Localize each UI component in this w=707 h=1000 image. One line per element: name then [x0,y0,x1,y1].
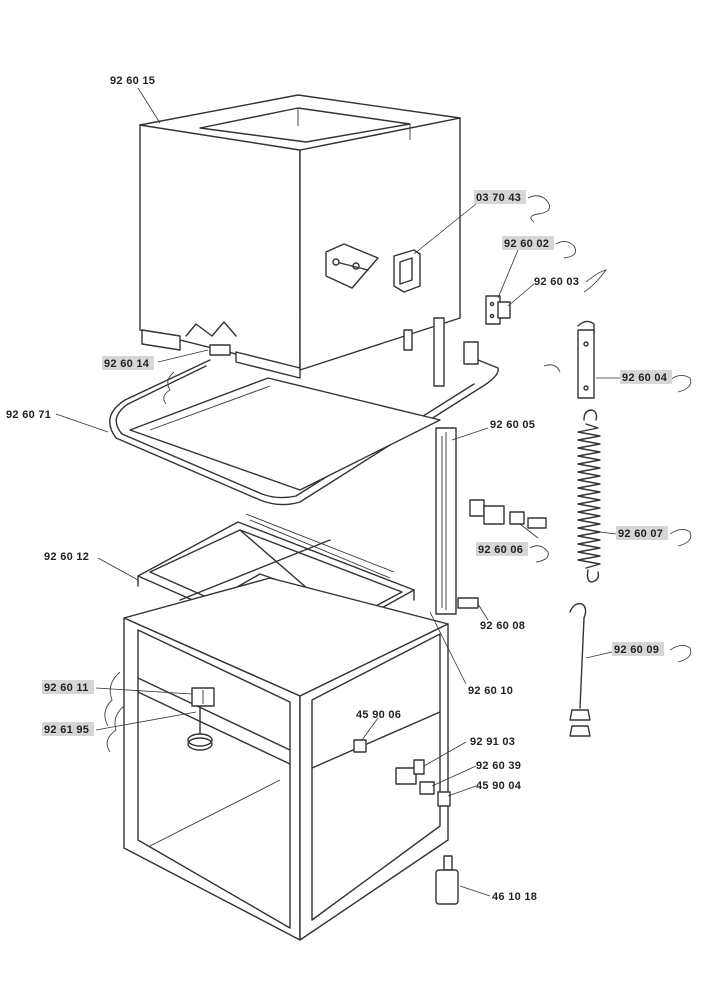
part-label-926015: 92 60 15 [110,75,155,87]
spring-part [577,409,601,583]
part-label-926003: 92 60 03 [534,276,579,288]
part-label-926007: 92 60 07 [618,528,663,540]
guide-rail-part [435,427,457,615]
part-label-929103: 92 91 03 [470,736,515,748]
part-label-037043: 03 70 43 [476,192,521,204]
part-label-926005: 92 60 05 [490,419,535,431]
axle-assembly-part [469,499,547,529]
part-label-459004: 45 90 04 [476,780,522,792]
part-label-926009: 92 60 09 [614,644,659,656]
part-label-926011: 92 60 11 [44,682,89,694]
adjustable-foot-part [435,855,459,905]
part-label-926195: 92 61 95 [44,724,89,736]
hinge-bracket-part [485,295,511,325]
part-label-926008: 92 60 08 [480,620,525,632]
part-label-926010: 92 60 10 [468,685,513,697]
hook-rod-part [569,602,591,737]
part-label-926014: 92 60 14 [104,358,150,370]
handle-part [393,249,421,293]
drawing [109,94,601,941]
part-label-926004: 92 60 04 [622,372,668,384]
rack-frame-part [109,341,499,506]
strap-part [577,320,595,399]
leader-lines [55,87,620,897]
part-label-461018: 46 10 18 [492,891,537,903]
annotation-scribbles [104,195,692,753]
part-label-926071: 92 60 71 [6,409,51,421]
part-label-926012: 92 60 12 [44,551,89,563]
part-label-926002: 92 60 02 [504,238,549,250]
base-cabinet-part [123,577,449,941]
part-labels: 92 60 15 03 70 43 92 60 02 92 60 03 92 6… [6,75,672,903]
hood-part [139,94,461,387]
fittings-part [353,597,479,807]
part-label-459006: 45 90 06 [356,709,401,721]
part-label-926039: 92 60 39 [476,760,521,772]
part-label-926006: 92 60 06 [478,544,523,556]
clip-part [209,344,231,356]
